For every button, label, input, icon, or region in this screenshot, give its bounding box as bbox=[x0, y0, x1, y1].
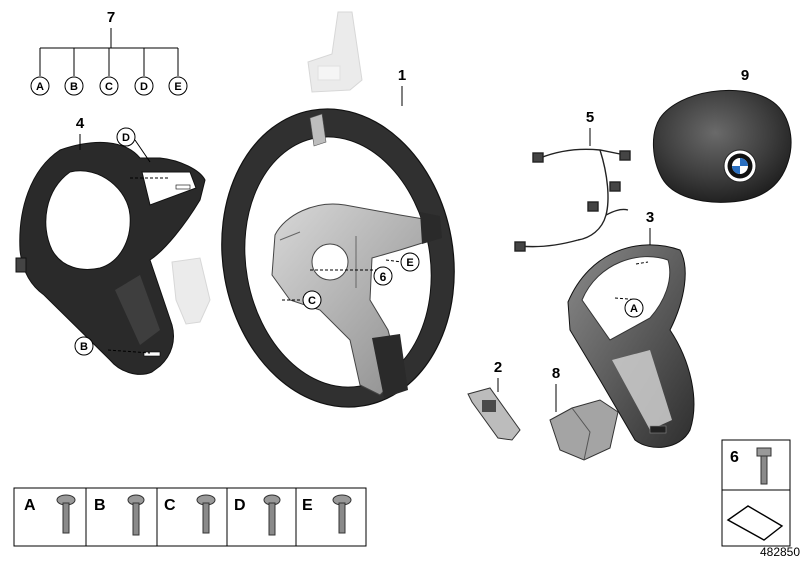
rear-trim-cover bbox=[15, 141, 206, 375]
letter-c-badge: C bbox=[105, 81, 113, 93]
part-number: 482850 bbox=[760, 545, 800, 559]
callout-7: 7 bbox=[107, 9, 115, 26]
letter-a-marker: A bbox=[630, 303, 638, 315]
legend-label-e: E bbox=[302, 497, 313, 514]
letter-b-marker: B bbox=[80, 341, 88, 353]
callout-7-group: 7 A B C D E bbox=[30, 9, 188, 96]
screw-d-icon bbox=[263, 494, 281, 536]
shift-paddle-ghost-top bbox=[307, 11, 363, 93]
letter-b-badge: B bbox=[70, 81, 78, 93]
callout-3: 3 bbox=[646, 209, 654, 226]
catalog-pictogram-icon bbox=[726, 505, 784, 541]
screw-e-icon bbox=[332, 494, 352, 534]
callout-5: 5 bbox=[586, 109, 594, 126]
bmw-emblem-quarter-1 bbox=[740, 158, 748, 166]
letter-e-badge: E bbox=[174, 81, 181, 93]
part-6-legend: 6 bbox=[721, 439, 791, 547]
callout-2: 2 bbox=[494, 359, 502, 376]
legend-label-a: A bbox=[24, 497, 36, 514]
callout-9: 9 bbox=[741, 67, 749, 84]
steering-wheel bbox=[221, 108, 455, 408]
wiring-harness bbox=[514, 148, 631, 252]
shift-paddle-ghost-left bbox=[171, 257, 211, 325]
bmw-emblem-quarter-2 bbox=[732, 166, 740, 174]
callout-4: 4 bbox=[76, 115, 85, 132]
letter-c-marker: C bbox=[308, 295, 316, 307]
bolt-icon bbox=[756, 447, 772, 485]
airbag-module bbox=[652, 89, 792, 203]
legend-label-d: D bbox=[234, 497, 246, 514]
screw-a-icon bbox=[56, 494, 76, 534]
bracket-part bbox=[549, 399, 619, 461]
callout-8: 8 bbox=[552, 365, 560, 382]
letter-d-marker: D bbox=[122, 132, 130, 144]
screw-b-icon bbox=[127, 494, 145, 536]
callout-6: 6 bbox=[380, 270, 387, 284]
legend-label-b: B bbox=[94, 497, 106, 514]
m-badge-icon bbox=[649, 425, 667, 434]
letter-d-badge: D bbox=[140, 81, 148, 93]
letter-e-marker: E bbox=[406, 257, 413, 269]
letter-a-badge: A bbox=[36, 81, 44, 93]
connector-part bbox=[467, 387, 521, 441]
callout-1: 1 bbox=[398, 67, 406, 84]
screw-c-icon bbox=[196, 494, 216, 534]
legend-side-number: 6 bbox=[730, 449, 739, 466]
front-trim-cover bbox=[567, 244, 695, 448]
screw-legend: A B C D E bbox=[13, 487, 367, 547]
legend-label-c: C bbox=[164, 497, 176, 514]
